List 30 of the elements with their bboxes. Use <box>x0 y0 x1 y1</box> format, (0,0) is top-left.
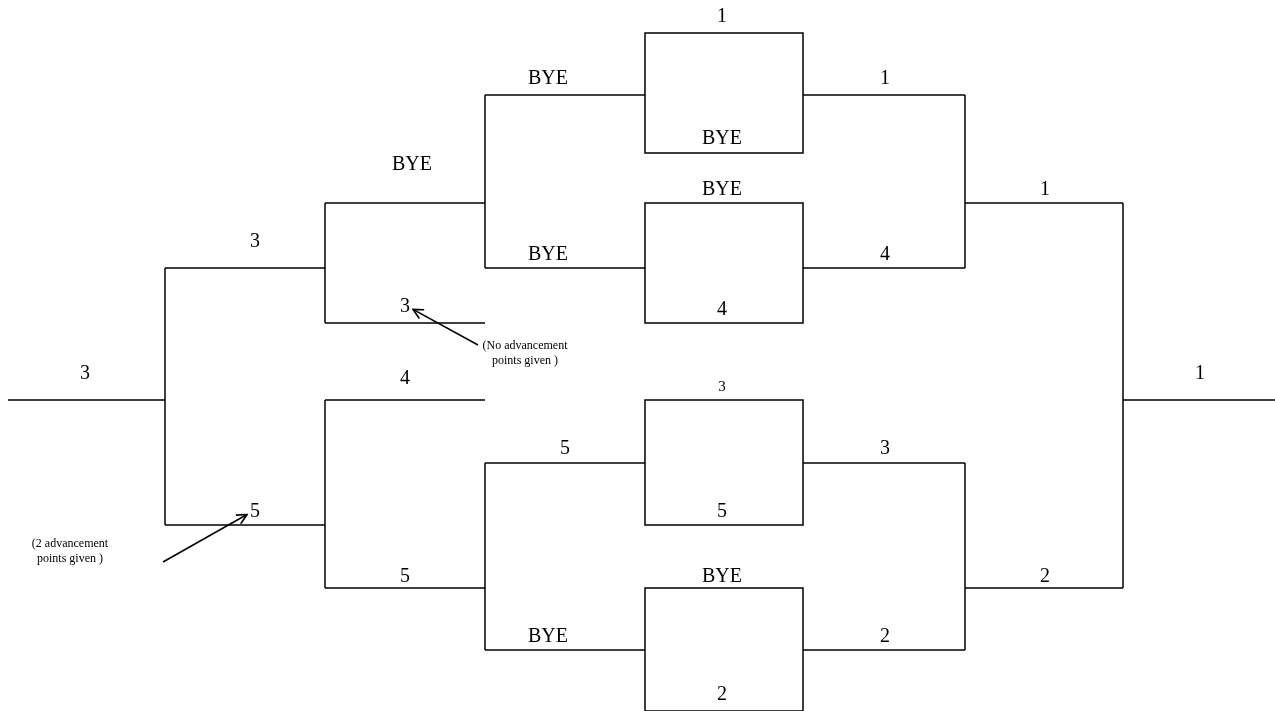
bracket-label: BYE <box>528 243 568 263</box>
leader-arrow <box>412 308 479 346</box>
bracket-label: 3 <box>80 362 90 382</box>
bracket-label: 1 <box>717 5 727 25</box>
bracket-label: 4 <box>400 367 410 387</box>
leader-arrow <box>162 513 248 563</box>
bracket-label: 5 <box>560 437 570 457</box>
bracket-label: 3 <box>880 437 890 457</box>
bracket-label: 4 <box>880 243 890 263</box>
bracket-label: 4 <box>717 298 727 318</box>
bracket-label: 2 <box>1040 565 1050 585</box>
bracket-label: 3 <box>250 230 260 250</box>
bracket-label: 2 <box>717 683 727 703</box>
bracket-label: 5 <box>400 565 410 585</box>
bracket-label: 5 <box>717 500 727 520</box>
bracket-label: BYE <box>392 153 432 173</box>
bracket-label: BYE <box>702 565 742 585</box>
bracket-label: BYE <box>702 127 742 147</box>
bracket-label: 3 <box>400 295 410 315</box>
bracket-label: BYE <box>528 67 568 87</box>
note-text: (2 advancement points given ) <box>20 536 120 566</box>
bracket-label: 1 <box>880 67 890 87</box>
bracket-label: 3 <box>718 378 726 394</box>
bracket-label: BYE <box>528 625 568 645</box>
bracket-label: 1 <box>1195 362 1205 382</box>
bracket-label: 1 <box>1040 178 1050 198</box>
bracket-label: BYE <box>702 178 742 198</box>
bracket-label: 2 <box>880 625 890 645</box>
bracket-label: 5 <box>250 500 260 520</box>
note-text: (No advancement points given ) <box>470 338 580 368</box>
